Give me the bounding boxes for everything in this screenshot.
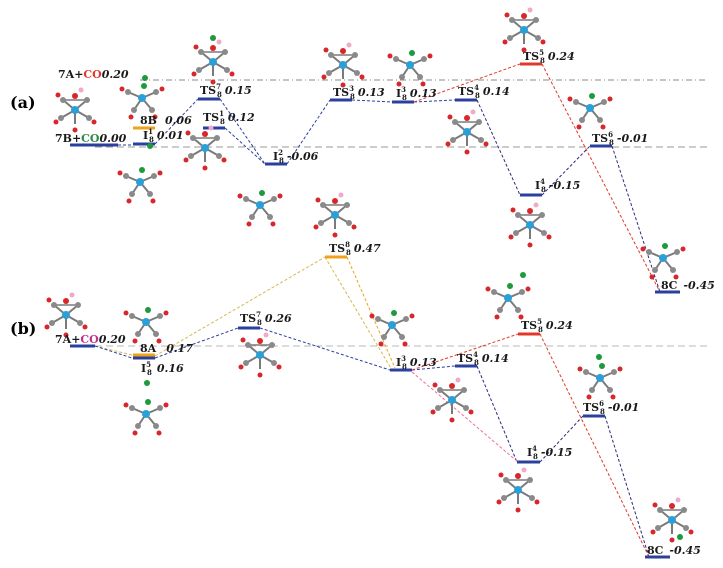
molecule-structures [43,6,695,544]
levels-b [70,326,670,559]
label-8C-a: 8C -0.45 [661,276,715,293]
label-7A-CO-b: 7A+CO0.20 [55,333,126,346]
label-7A-CO-a: 7A+CO0.20 [58,68,129,81]
panel-label-b: (b) [10,319,36,338]
label-7B-CO: 7B+CO0.00 [55,132,127,145]
connectors-a [118,63,661,293]
label-8B: 8B 0.06 [140,111,192,128]
levels-a [70,62,680,294]
panel-label-a: (a) [10,93,36,112]
connectors-b [94,256,650,558]
label-8A: 8A 0.17 [140,339,193,356]
label-8C-b: 8C -0.45 [647,541,701,558]
